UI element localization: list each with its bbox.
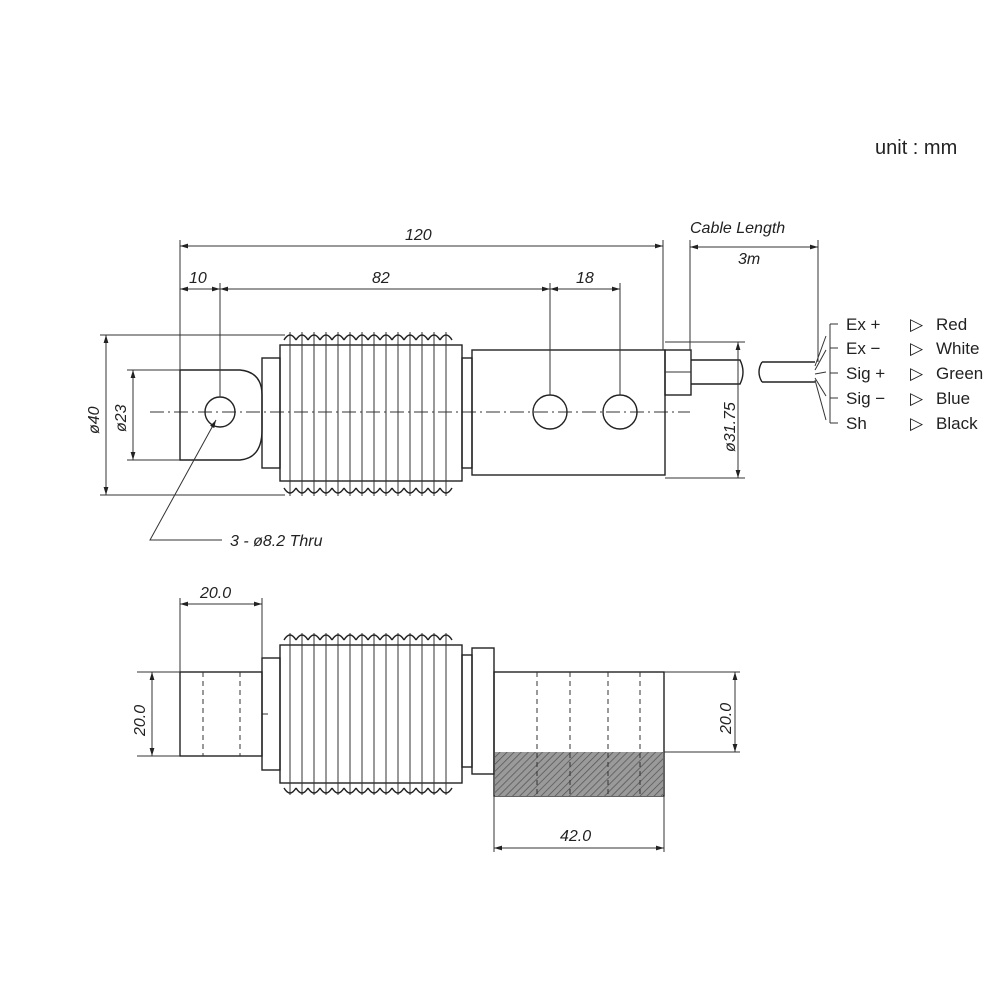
wire-signal: Sig + — [846, 364, 885, 383]
wire-signal: Sig − — [846, 389, 885, 408]
cable-length-label: Cable Length — [690, 220, 785, 237]
unit-label: unit : mm — [875, 137, 957, 159]
dim-top-width: 20.0 — [199, 585, 231, 602]
wire-signal: Ex − — [846, 339, 881, 358]
side-left-block — [179, 671, 263, 757]
wire-color: White — [936, 339, 979, 358]
dim-right-spacing: 18 — [576, 270, 594, 287]
wire-arrow-icon: ▷ — [910, 339, 924, 358]
cable-end — [758, 361, 815, 383]
right-collar — [461, 357, 473, 469]
bellows-side — [279, 633, 463, 795]
cable-stub — [691, 359, 744, 385]
dim-hole-spacing: 82 — [372, 270, 390, 287]
wire-color: Blue — [936, 389, 970, 408]
bellows-top — [279, 332, 463, 496]
left-mount-block — [179, 369, 263, 461]
wire-arrow-icon: ▷ — [910, 364, 924, 383]
top-view: 120 10 82 18 ø40 ø23 ø31.75 Cable Length… — [86, 220, 983, 550]
side-view: 20.0 20.0 20.0 42.0 — [132, 585, 740, 852]
dim-bottom-width: 42.0 — [560, 828, 591, 845]
dim-block-diameter: ø31.75 — [722, 402, 739, 452]
wire-signal: Ex + — [846, 315, 881, 334]
wire-arrow-icon: ▷ — [910, 315, 924, 334]
holes-leader — [149, 419, 222, 541]
cable-length-value: 3m — [738, 251, 760, 268]
dim-total-length: 120 — [405, 227, 432, 244]
left-collar — [261, 357, 281, 469]
dim-left-offset: 10 — [189, 270, 207, 287]
dim-left-height: 20.0 — [132, 705, 149, 737]
dim-outer-diameter: ø40 — [86, 406, 103, 434]
dim-inner-diameter: ø23 — [113, 404, 130, 432]
wiring-table: Ex + ▷ Red Ex − ▷ White Sig + ▷ Green Si… — [829, 315, 983, 433]
right-block — [471, 349, 666, 476]
side-flange — [471, 647, 495, 775]
side-right-collar — [461, 654, 473, 768]
dim-right-height: 20.0 — [718, 703, 735, 735]
wire-arrow-icon: ▷ — [910, 389, 924, 408]
wire-signal: Sh — [846, 414, 867, 433]
wire-color: Green — [936, 364, 983, 383]
wire-color: Black — [936, 414, 978, 433]
wire-color: Red — [936, 315, 967, 334]
wire-arrow-icon: ▷ — [910, 414, 924, 433]
cable-wires — [814, 335, 827, 421]
holes-label: 3 - ø8.2 Thru — [230, 533, 323, 550]
side-hatched-section — [495, 752, 663, 796]
